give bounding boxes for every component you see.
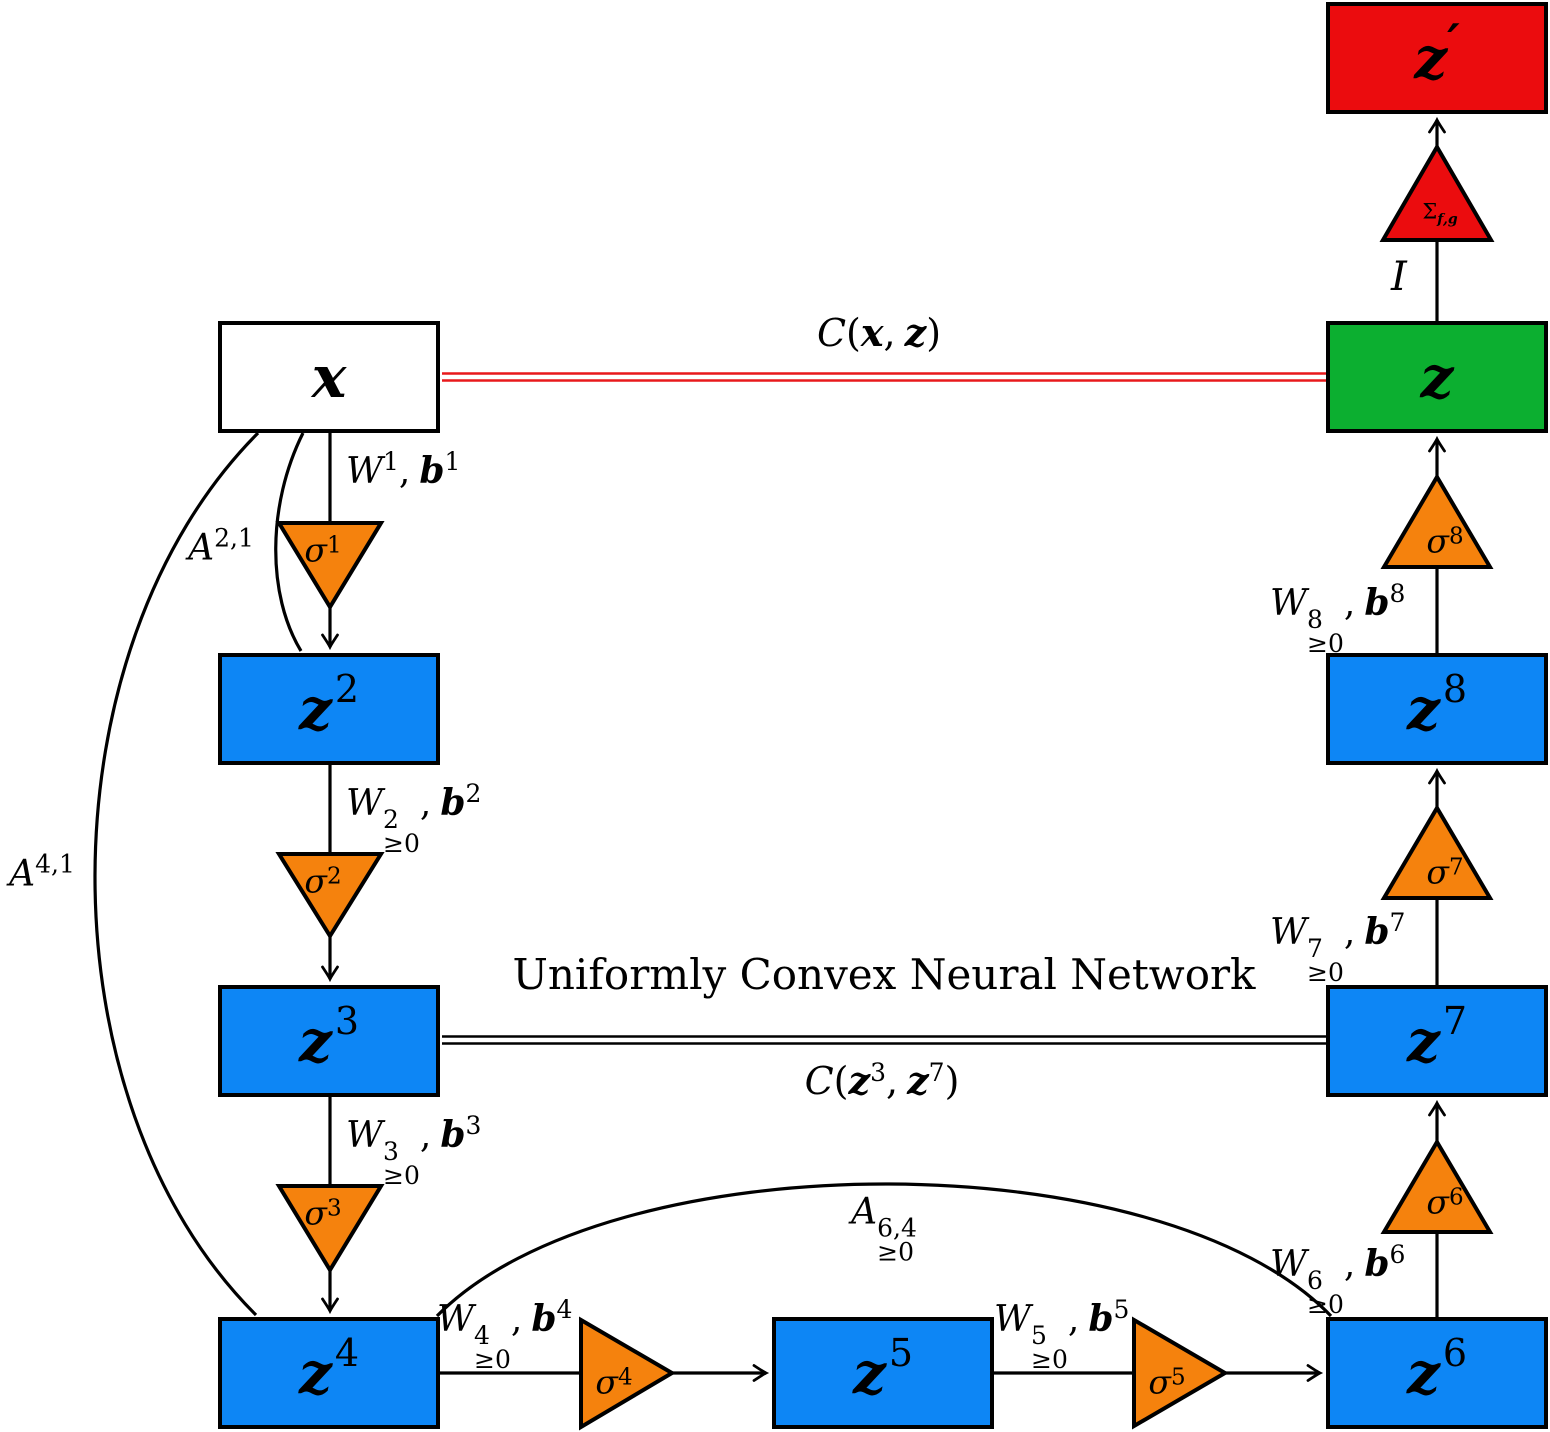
coupling-label-cz37: C(z3,z7)	[804, 1058, 960, 1103]
node-z2-sup: 2	[334, 667, 360, 711]
node-z3-label: z	[298, 1007, 332, 1075]
node-z-prime: z′	[1326, 2, 1548, 114]
sum-fg-label: Σf,g	[1422, 199, 1458, 228]
activation-sigma5-label: σ5	[1148, 1362, 1186, 1402]
activation-sigma8-label: σ8	[1426, 521, 1464, 561]
sum-fg-triangle	[1379, 143, 1495, 242]
edge-label-w1: W1,b1	[346, 447, 461, 492]
activation-sigma7-triangle	[1380, 804, 1494, 900]
coupling-label-cxz: C(x,z)	[816, 310, 942, 355]
node-z8-sup: 8	[1442, 667, 1468, 711]
node-z3-sup: 3	[334, 999, 360, 1043]
activation-sigma7-label: σ7	[1426, 852, 1464, 892]
activation-sigma4-triangle	[579, 1316, 676, 1431]
node-z: z	[1326, 321, 1548, 433]
node-z-prime-label: z	[1414, 24, 1448, 92]
node-z6-label: z	[1406, 1339, 1440, 1407]
activation-sigma2-triangle	[275, 852, 385, 940]
activation-sigma6-triangle	[1380, 1138, 1494, 1234]
node-z4-sup: 4	[334, 1331, 360, 1375]
skip-label-a21: A2,1	[188, 523, 254, 569]
activation-sigma5-triangle	[1132, 1316, 1229, 1430]
node-x: x	[218, 321, 440, 433]
node-z4-label: z	[298, 1339, 332, 1407]
node-z5-label: z	[852, 1339, 886, 1407]
node-z8-label: z	[1406, 675, 1440, 743]
node-z2-label: z	[298, 675, 332, 743]
diagram-title: Uniformly Convex Neural Network	[512, 950, 1256, 999]
activation-sigma3-label: σ3	[304, 1193, 342, 1233]
activation-sigma8-triangle	[1380, 473, 1494, 569]
activation-sigma1-label: σ1	[304, 530, 342, 570]
skip-edge-a41	[93, 431, 260, 1317]
node-x-label: x	[311, 343, 347, 411]
activation-sigma6-label: σ6	[1426, 1182, 1464, 1222]
node-z7-sup: 7	[1442, 999, 1468, 1043]
node-z7-label: z	[1406, 1007, 1440, 1075]
node-z6-sup: 6	[1442, 1331, 1468, 1375]
activation-sigma1-triangle	[275, 521, 385, 611]
node-z-prime-mark: ′	[1447, 14, 1460, 70]
skip-edge-a21	[274, 432, 305, 652]
node-z-label: z	[1420, 343, 1454, 411]
activation-sigma2-label: σ2	[304, 861, 342, 901]
activation-sigma3-triangle	[275, 1184, 385, 1274]
activation-sigma4-label: σ4	[595, 1362, 633, 1402]
skip-edge-a64	[435, 1182, 1333, 1318]
node-z5-sup: 5	[888, 1331, 914, 1375]
skip-label-a41: A4,1	[9, 849, 75, 895]
edge-label-identity: I	[1391, 254, 1407, 300]
